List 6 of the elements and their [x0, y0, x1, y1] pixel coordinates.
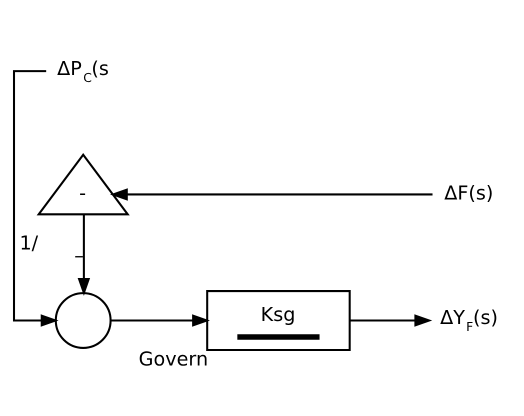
node-label: 1/: [19, 231, 38, 254]
node-text: ΔF(s): [444, 181, 494, 204]
edge-label: –: [74, 244, 84, 267]
node-label: Govern: [138, 346, 208, 370]
node-text: ΔY$_{F}$(s): [440, 306, 498, 334]
node-text: ΔP$_{C}$(s: [57, 56, 109, 84]
